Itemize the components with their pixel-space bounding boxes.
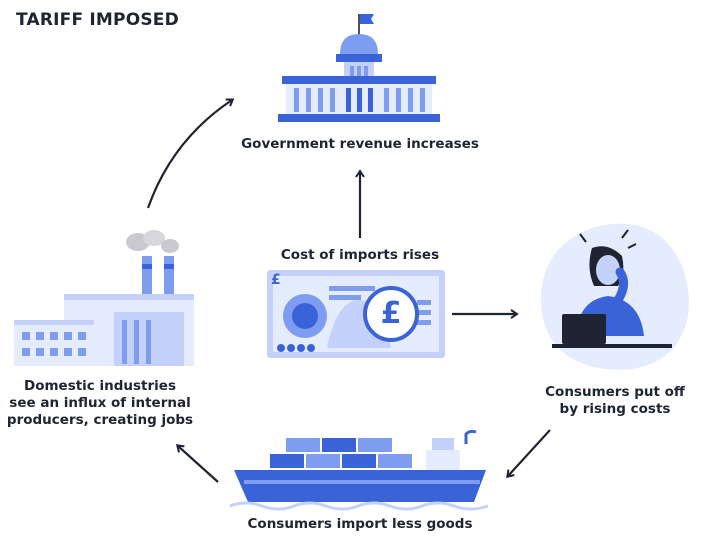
factory-label: Domestic industries see an influx of int… [2,378,198,429]
center-label: Cost of imports rises [280,247,440,263]
factory-icon [14,230,194,366]
note-pound-symbol: £ [271,272,281,288]
government-label: Government revenue increases [241,136,479,152]
stressed-consumer-icon [540,223,690,370]
arrow-consumer-to-ship [506,429,551,479]
ship-label: Consumers import less goods [247,516,473,532]
coin-pound-symbol: £ [380,296,402,331]
arrow-ship-to-factory [175,444,219,483]
consumer-label-line-2: by rising costs [559,401,671,417]
consumer-label: Consumers put off by rising costs [520,384,710,418]
arrow-factory-to-government [146,98,235,209]
factory-label-line-3: producers, creating jobs [6,412,194,428]
pound-banknote-icon [267,270,445,358]
government-building-icon [278,14,440,122]
factory-label-line-2: see an influx of internal [9,395,191,411]
diagram-title: TARIFF IMPOSED [16,10,179,30]
cargo-ship-icon [229,429,489,511]
consumer-label-line-1: Consumers put off [545,384,685,400]
factory-label-line-1: Domestic industries [23,378,176,394]
